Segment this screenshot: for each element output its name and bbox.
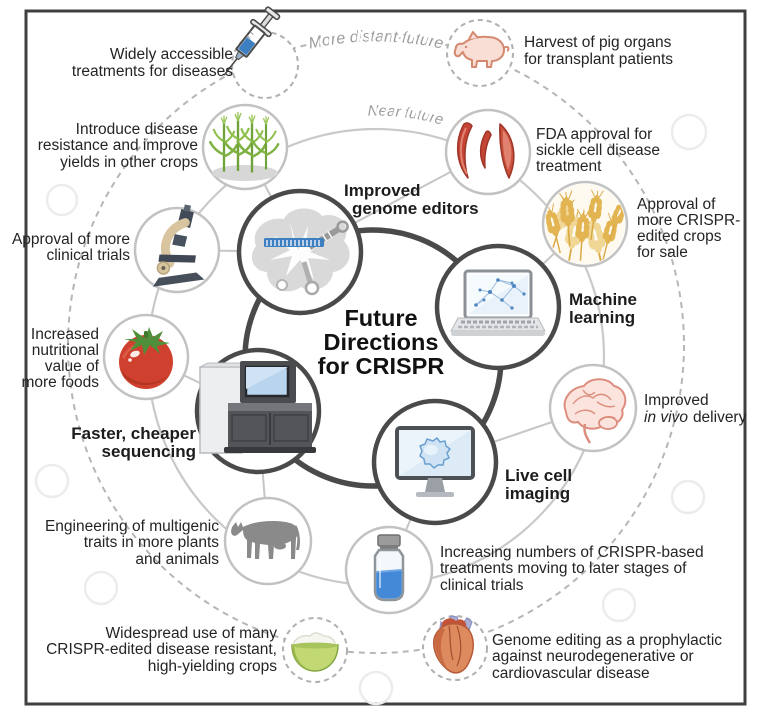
hub-label-line: Machine bbox=[569, 290, 637, 309]
title-line: Directions bbox=[324, 329, 439, 355]
label-line: resistance and improve bbox=[38, 137, 198, 154]
label-line: more foods bbox=[21, 374, 99, 391]
label-line: treatments for diseases bbox=[72, 63, 233, 80]
corn-crop-icon bbox=[208, 110, 280, 181]
decorative-bubble bbox=[358, 670, 394, 706]
label-line: sickle cell disease bbox=[536, 142, 660, 159]
decorative-bubble bbox=[83, 570, 119, 606]
genome-editor-icon bbox=[251, 208, 350, 296]
hub-label-line: genome editors bbox=[352, 199, 479, 218]
label-line: CRISPR-edited disease resistant, bbox=[46, 641, 277, 658]
label-line: Increased bbox=[31, 326, 99, 343]
pig-icon bbox=[453, 31, 510, 68]
diagram-title: Future Directions for CRISPR bbox=[318, 305, 445, 379]
label-line: value of bbox=[45, 358, 100, 375]
widely-accessible-label: Widely accessible treatments for disease… bbox=[72, 46, 233, 80]
label-line: high-yielding crops bbox=[148, 658, 277, 675]
label-line: clinical trials bbox=[440, 577, 524, 594]
decorative-bubble bbox=[670, 113, 708, 151]
title-line: Future bbox=[344, 305, 417, 331]
hub-label-line: Live cell bbox=[505, 466, 572, 485]
sequencer-machine-icon bbox=[199, 361, 316, 454]
monitor-cell-icon bbox=[395, 426, 475, 497]
prophylactic-label: Genome editing as a prophylactic against… bbox=[492, 632, 722, 682]
sequencing-label: Faster, cheaper sequencing bbox=[71, 424, 196, 461]
label-line: Increasing numbers of CRISPR-based bbox=[440, 544, 704, 561]
sickle-cells-icon bbox=[457, 122, 515, 179]
label-line: yields in other crops bbox=[60, 154, 198, 171]
vial-icon bbox=[373, 534, 405, 602]
label-line: for sale bbox=[637, 244, 688, 261]
label-line: traits in more plants bbox=[84, 534, 219, 551]
crop-resistance-label: Introduce disease resistance and improve… bbox=[38, 121, 198, 171]
label-line: cardiovascular disease bbox=[492, 665, 650, 682]
nutrition-label: Increased nutritional value of more food… bbox=[21, 326, 99, 391]
label-line: more CRISPR- bbox=[637, 212, 740, 229]
decorative-bubble bbox=[601, 587, 637, 623]
multigenic-label: Engineering of multigenic traits in more… bbox=[45, 518, 219, 568]
decorative-bubble bbox=[670, 479, 706, 515]
brain-icon bbox=[563, 378, 627, 444]
label-line: and animals bbox=[135, 551, 219, 568]
microscope-icon bbox=[152, 204, 205, 287]
widespread-crops-label: Widespread use of many CRISPR-edited dis… bbox=[46, 625, 277, 675]
label-line: Introduce disease bbox=[76, 121, 198, 138]
rice-bowl-icon bbox=[291, 632, 339, 672]
tomato-icon bbox=[119, 327, 173, 389]
label-line: nutritional bbox=[32, 342, 99, 359]
label-line: Approval of bbox=[637, 196, 716, 213]
label-line: against neurodegenerative or bbox=[492, 648, 694, 665]
label-line: FDA approval for bbox=[536, 126, 652, 143]
hub-label-line: sequencing bbox=[102, 442, 196, 461]
genome-editors-label: Improved genome editors bbox=[344, 181, 479, 218]
label-line: treatment bbox=[536, 158, 602, 175]
machine-learning-label: Machine learning bbox=[569, 290, 637, 327]
microscope-circle bbox=[133, 206, 221, 294]
decorative-bubble bbox=[45, 183, 79, 217]
pig-organs-label: Harvest of pig organs for transplant pat… bbox=[524, 34, 673, 68]
decorative-bubble bbox=[34, 463, 70, 499]
later-stages-label: Increasing numbers of CRISPR-based treat… bbox=[440, 544, 704, 594]
title-line: for CRISPR bbox=[318, 353, 445, 379]
wheat-icon bbox=[545, 184, 625, 264]
label-line: Widely accessible bbox=[110, 46, 233, 63]
laptop-network-icon bbox=[450, 269, 546, 336]
live-cell-imaging-label: Live cell imaging bbox=[505, 466, 572, 503]
figure-border bbox=[24, 9, 747, 706]
hub-label-line: Faster, cheaper bbox=[71, 424, 196, 443]
label-line: treatments moving to later stages of bbox=[440, 560, 687, 577]
label-line: Genome editing as a prophylactic bbox=[492, 632, 722, 649]
cow-icon bbox=[231, 520, 300, 559]
label-line: Widespread use of many bbox=[106, 625, 278, 642]
label-line: for transplant patients bbox=[524, 51, 673, 68]
label-line: Harvest of pig organs bbox=[524, 34, 672, 51]
outer-distant-future-ring bbox=[67, 36, 685, 654]
hub-label-line: imaging bbox=[505, 484, 570, 503]
decorative-bubbles bbox=[34, 113, 708, 706]
clinical-trials-label: Approval of more clinical trials bbox=[12, 231, 130, 264]
crops-sale-label: Approval of more CRISPR- edited crops fo… bbox=[637, 196, 740, 261]
label-line: edited crops bbox=[637, 228, 722, 245]
sickle-cell-label: FDA approval for sickle cell disease tre… bbox=[536, 126, 660, 175]
syringe-icon bbox=[223, 6, 281, 76]
label-line: Engineering of multigenic bbox=[45, 518, 219, 535]
label-line: Improved bbox=[644, 392, 709, 409]
label-line: Approval of more bbox=[12, 231, 130, 248]
hub-label-line: Improved bbox=[344, 181, 421, 200]
outer-ring-label: More distant future bbox=[307, 28, 445, 52]
heart-icon bbox=[433, 615, 474, 674]
hub-label-line: learning bbox=[569, 308, 635, 327]
label-line: clinical trials bbox=[46, 247, 130, 264]
near-ring-label: Near future bbox=[368, 103, 446, 129]
